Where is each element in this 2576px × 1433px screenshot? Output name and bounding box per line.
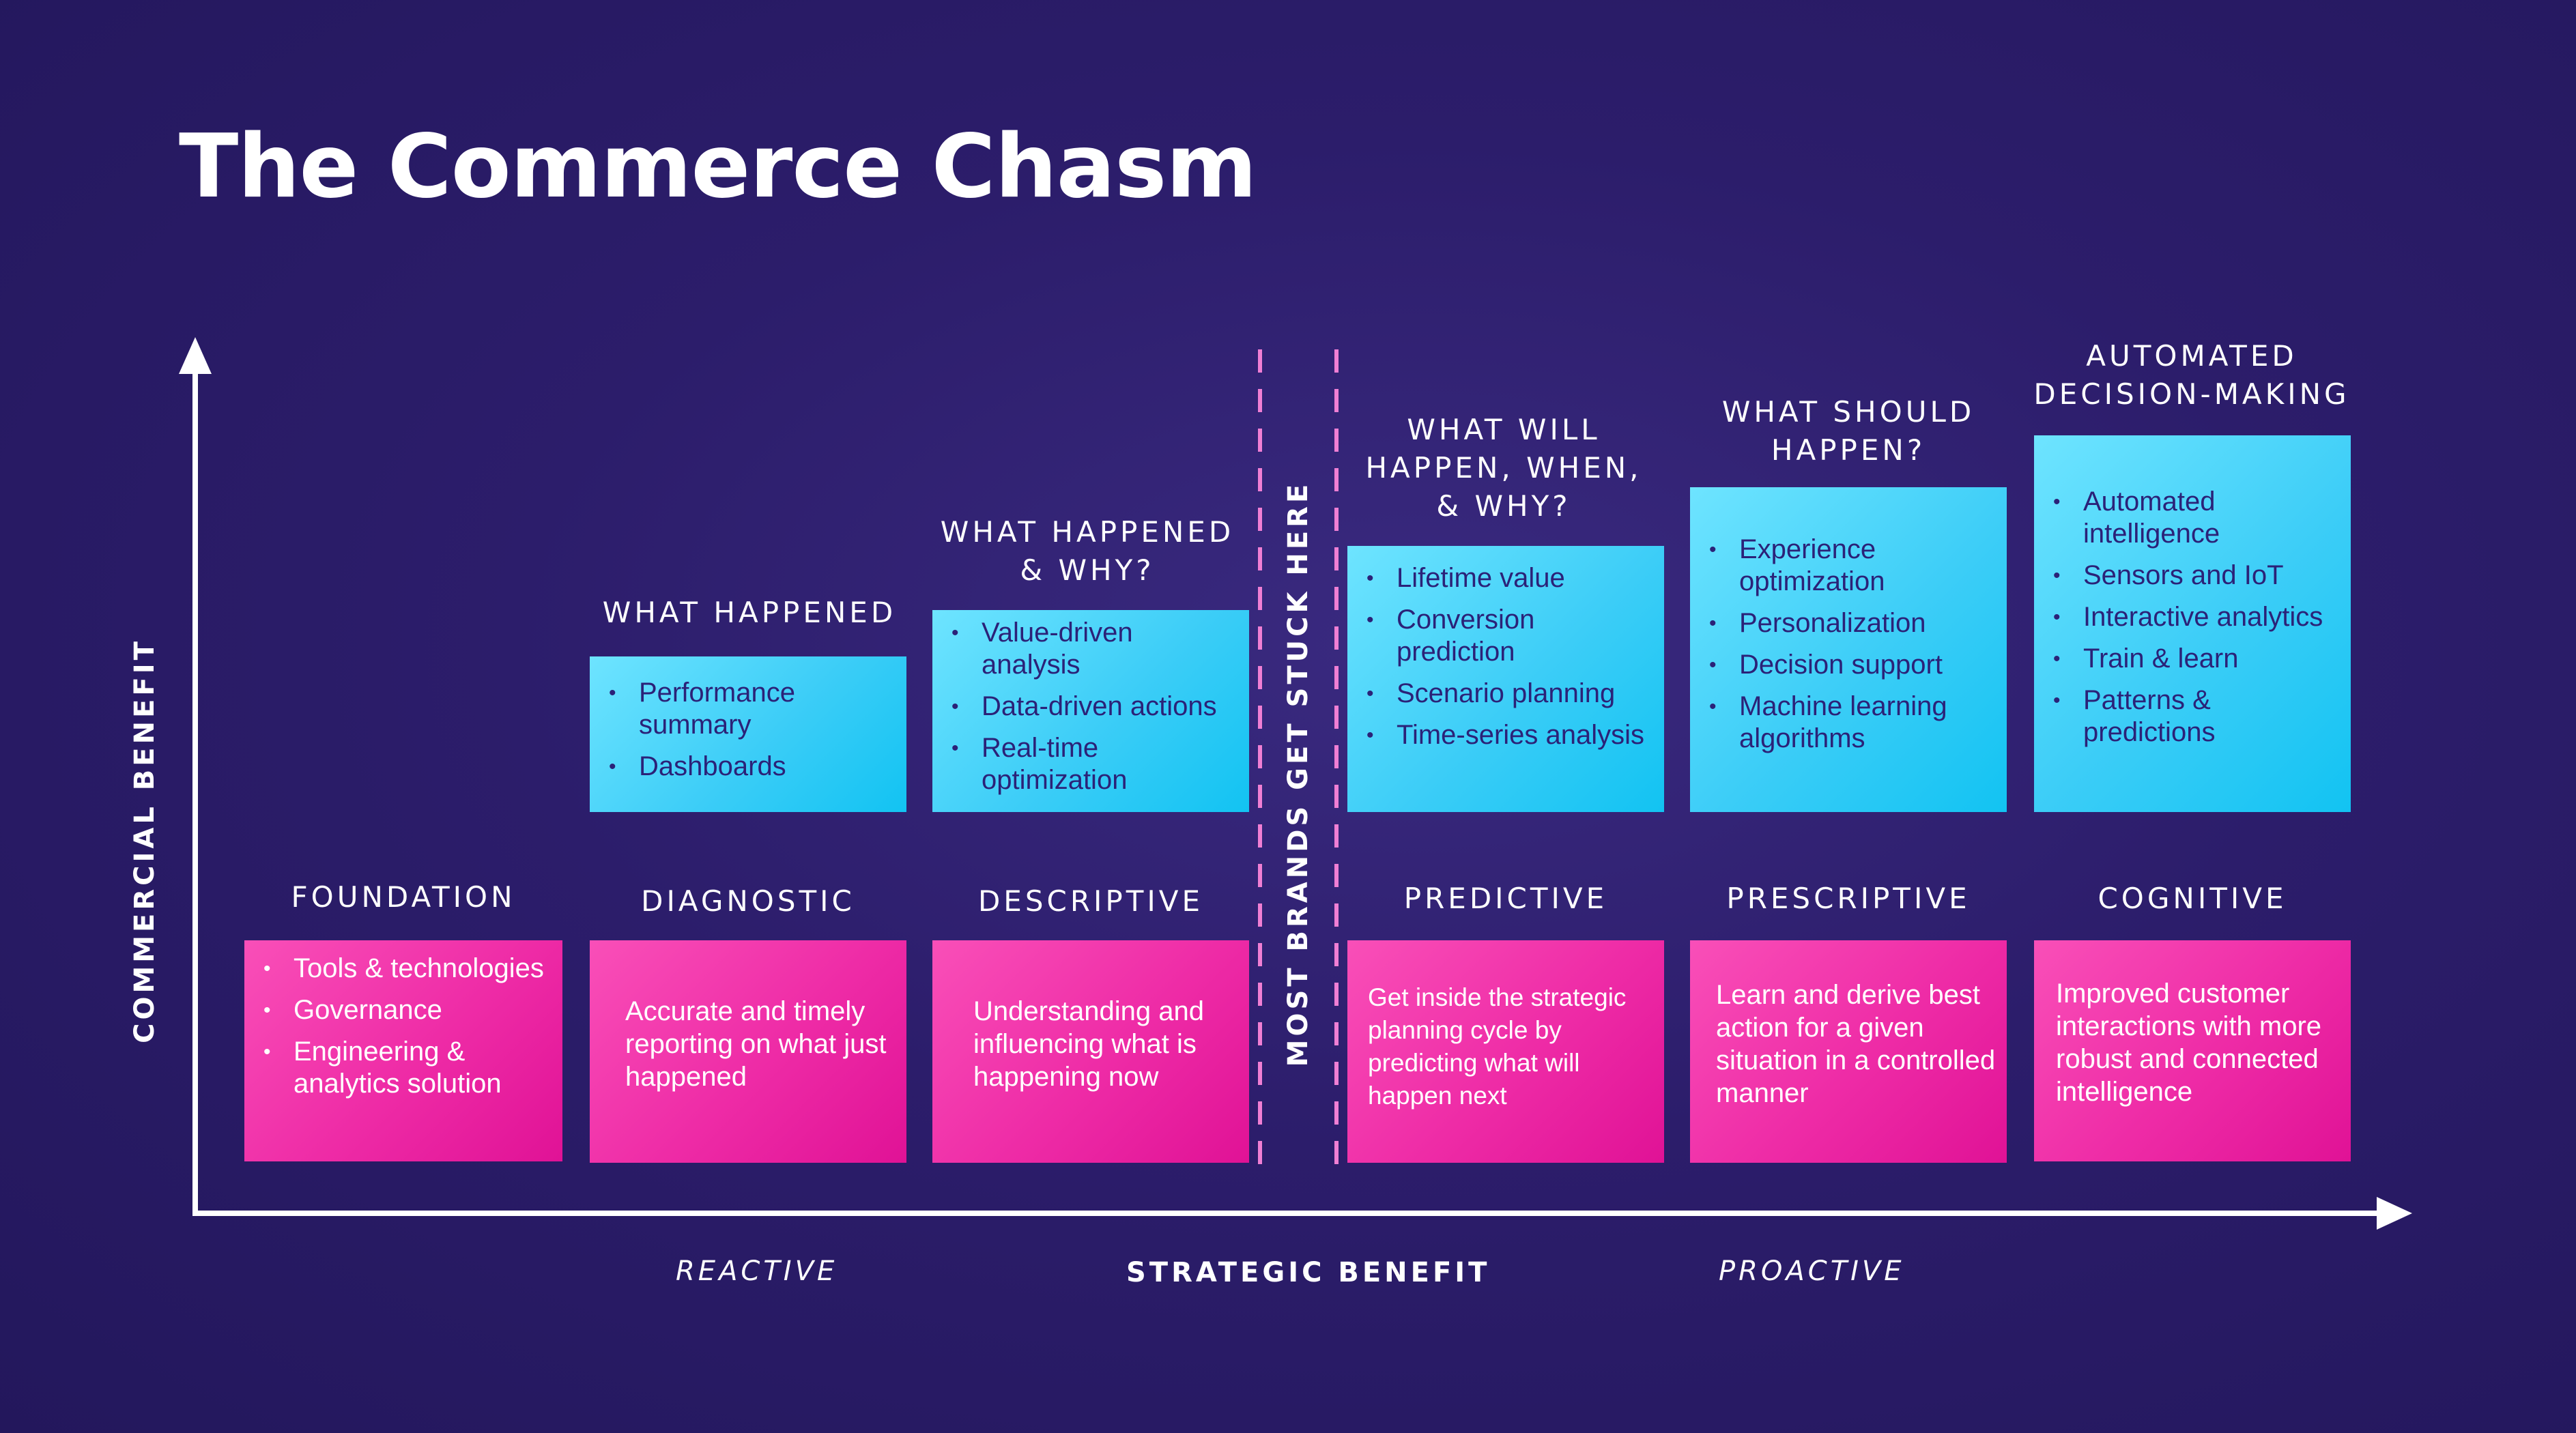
- list-item: Automated intelligence: [2053, 486, 2340, 550]
- x-axis-left-label: REACTIVE: [676, 1256, 838, 1287]
- list-item: Personalization: [1709, 607, 1996, 639]
- items-box-predictive: Lifetime value Conversion prediction Sce…: [1347, 546, 1664, 812]
- question-prescriptive: WHAT SHOULD HAPPEN?: [1721, 395, 1975, 467]
- list-item: Governance: [263, 994, 549, 1026]
- list-item: Conversion prediction: [1366, 604, 1653, 668]
- list-item: Decision support: [1709, 649, 1996, 681]
- level-diagnostic: DIAGNOSTIC: [641, 884, 855, 918]
- level-prescriptive: PRESCRIPTIVE: [1726, 882, 1971, 915]
- list-item: Machine learning algorithms: [1709, 691, 1996, 755]
- page-title: The Commerce Chasm: [179, 116, 1257, 218]
- list-item: Tools & technologies: [263, 953, 549, 985]
- desc-box-prescriptive: Learn and derive best action for a given…: [1690, 940, 2007, 1163]
- list-item: Interactive analytics: [2053, 601, 2340, 633]
- question-cognitive: AUTOMATED DECISION-MAKING: [2033, 339, 2350, 411]
- list-item: Train & learn: [2053, 643, 2340, 675]
- desc-box-foundation: Tools & technologies Governance Engineer…: [244, 940, 562, 1161]
- x-axis-label: STRATEGIC BENEFIT: [1126, 1257, 1491, 1288]
- list-item: Performance summary: [609, 677, 893, 741]
- list-item: Sensors and IoT: [2053, 560, 2340, 592]
- list-item: Data-driven actions: [951, 691, 1235, 723]
- list-item: Scenario planning: [1366, 678, 1653, 710]
- question-descriptive: WHAT HAPPENED & WHY?: [940, 515, 1235, 587]
- list-item: Patterns & predictions: [2053, 684, 2340, 749]
- question-predictive: WHAT WILL HAPPEN, WHEN, & WHY?: [1365, 413, 1642, 523]
- list-item: Value-driven analysis: [951, 617, 1235, 681]
- x-axis-arrowhead: [2377, 1197, 2412, 1230]
- desc-box-cognitive: Improved customer interactions with more…: [2034, 940, 2351, 1161]
- desc-box-descriptive: Understanding and influencing what is ha…: [932, 940, 1249, 1163]
- chasm-label: MOST BRANDS GET STUCK HERE: [1283, 480, 1314, 1067]
- items-box-descriptive: Value-driven analysis Data-driven action…: [932, 610, 1249, 812]
- y-axis-label: COMMERCIAL BENEFIT: [129, 638, 160, 1043]
- items-box-cognitive: Automated intelligence Sensors and IoT I…: [2034, 435, 2351, 812]
- list-item: Lifetime value: [1366, 562, 1653, 594]
- level-cognitive: COGNITIVE: [2098, 882, 2287, 915]
- y-axis-arrowhead: [179, 337, 212, 374]
- list-item: Dashboards: [609, 751, 893, 783]
- desc-box-diagnostic: Accurate and timely reporting on what ju…: [590, 940, 906, 1163]
- level-descriptive: DESCRIPTIVE: [977, 884, 1204, 918]
- desc-box-predictive: Get inside the strategic planning cycle …: [1347, 940, 1664, 1163]
- x-axis-right-label: PROACTIVE: [1719, 1256, 1905, 1287]
- list-item: Time-series analysis: [1366, 719, 1653, 751]
- list-item: Engineering & analytics solution: [263, 1036, 549, 1100]
- list-item: Real-time optimization: [951, 732, 1235, 796]
- level-predictive: PREDICTIVE: [1403, 882, 1608, 915]
- items-box-prescriptive: Experience optimization Personalization …: [1690, 487, 2007, 812]
- list-item: Experience optimization: [1709, 534, 1996, 598]
- items-box-diagnostic: Performance summary Dashboards: [590, 656, 906, 812]
- level-foundation: FOUNDATION: [291, 880, 516, 914]
- question-diagnostic: WHAT HAPPENED: [602, 596, 897, 629]
